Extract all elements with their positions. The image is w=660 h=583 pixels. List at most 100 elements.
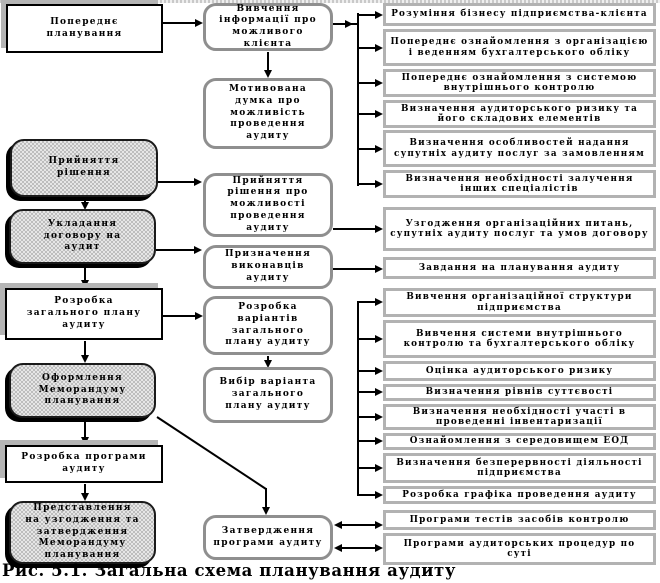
arrowhead-right-icon [375,180,383,188]
node-program-approval: Затвердження програми аудиту [203,515,333,560]
arrowhead-right-icon [375,225,383,233]
connector-line [84,265,86,281]
arrowhead-right-icon [375,110,383,118]
node-plan-variants: Розробка варіантів загального плану ауди… [203,296,333,355]
node-org-structure-study: Вивчення організаційної структури підпри… [383,288,656,317]
branch-line [357,494,376,496]
connector-line [163,22,196,24]
figure-caption: Рис. 5.1. Загальна схема планування ауди… [2,561,457,580]
node-materiality-levels: Визначення рівнів суттєвості [383,384,656,401]
arrowhead-right-icon [375,79,383,87]
node-plan-variant-selection: Вибір варіанта загального плану аудиту [203,367,333,423]
node-planning-task: Завдання на планування аудиту [383,257,656,279]
node-preliminary-planning: Попереднє планування [6,4,163,53]
branch-line [357,113,376,115]
arrowhead-left-icon [334,521,342,529]
branch-line [357,148,376,150]
node-audit-program-development: Розробка програми аудиту [5,445,163,483]
arrowhead-right-icon [375,521,383,529]
connector-line [333,228,376,230]
arrowhead-right-icon [375,298,383,306]
node-business-understanding: Розуміння бізнесу підприємства-клієнта [383,3,656,26]
arrowhead-down-icon [81,202,89,210]
node-org-issues-agreement: Узгодження організаційних питань, супутн… [383,207,656,251]
arrowhead-right-icon [375,544,383,552]
arrowhead-down-icon [81,437,89,445]
connector-line [265,488,267,508]
branch-line [357,183,376,185]
node-internal-control-familiarization: Попереднє ознайомлення з системою внутрі… [383,69,656,97]
arrowhead-right-icon [375,464,383,472]
connector-line [84,420,86,438]
node-motivated-opinion: Мотивована думка про можливість проведен… [203,78,333,149]
trunk-line-group3 [357,301,359,496]
connector-line [333,268,376,270]
node-accounting-familiarization: Попереднє ознайомлення з організацією і … [383,29,656,66]
node-auditor-assignment: Призначення виконавців аудиту [203,245,333,289]
branch-line [357,301,376,303]
node-edp-environment: Ознайомлення з середовищем ЕОД [383,433,656,450]
node-decision-making: Прийняття рішення [10,139,158,197]
connector-line [267,52,269,71]
connector-line [342,547,376,549]
arrowhead-down-icon [81,355,89,363]
arrowhead-right-icon [375,335,383,343]
arrowhead-right-icon [375,367,383,375]
branch-line [357,14,376,16]
branch-line [357,467,376,469]
arrowhead-left-icon [334,544,342,552]
node-going-concern: Визначення безперервності діяльності під… [383,453,656,483]
branch-line [357,416,376,418]
node-audit-contract: Укладання договору на аудит [9,209,156,264]
node-related-services: Визначення особливостей надання супутніх… [383,130,656,167]
arrowhead-right-icon [375,491,383,499]
node-audit-schedule: Розробка графіка проведення аудиту [383,486,656,504]
node-control-tests-programs: Програми тестів засобів контролю [383,510,656,530]
node-memorandum-approval: Представлення на узгодження та затвердже… [9,501,156,564]
arrowhead-right-icon [194,246,202,254]
arrowhead-right-icon [375,413,383,421]
connector-line [163,315,196,317]
top-border-strip [0,0,660,3]
arrowhead-right-icon [375,44,383,52]
arrowhead-down-icon [81,280,89,288]
arrowhead-right-icon [195,19,203,27]
node-feasibility-decision: Прийняття рішення про можливості проведе… [203,173,333,237]
arrowhead-right-icon [375,437,383,445]
arrowhead-down-icon [81,493,89,501]
node-substantive-procedures-programs: Програми аудиторських процедур по суті [383,533,656,565]
arrowhead-down-icon [264,360,272,368]
node-other-specialists: Визначення необхідності залучення інших … [383,170,656,198]
arrowhead-right-icon [375,11,383,19]
connector-line [158,181,195,183]
node-inventory-participation: Визначення необхідності участі в проведе… [383,404,656,430]
arrowhead-right-icon [195,312,203,320]
branch-line [357,370,376,372]
node-client-info-study: Вивчення інформації про можливого клієнт… [203,3,333,51]
arrowhead-right-icon [375,388,383,396]
connector-line [84,341,86,356]
node-general-plan-development: Розробка загального плану аудиту [5,288,163,340]
branch-line [357,391,376,393]
branch-line [357,82,376,84]
node-audit-risk-assessment: Оцінка аудиторського ризику [383,361,656,381]
arrowhead-right-icon [345,20,353,28]
branch-line [357,338,376,340]
arrowhead-down-icon [264,70,272,78]
connector-line [84,484,86,494]
node-audit-risk-elements: Визначення аудиторського ризику та його … [383,100,656,128]
arrowhead-right-icon [194,178,202,186]
arrowhead-down-icon [262,507,270,515]
connector-line [267,356,269,361]
branch-line [357,440,376,442]
connector-line [342,524,376,526]
connector-line [84,198,86,203]
node-control-accounting-study: Вивчення системи внутрішнього контролю т… [383,320,656,358]
node-planning-memorandum: Оформлення Меморандуму планування [9,363,156,418]
arrowhead-right-icon [375,145,383,153]
arrowhead-right-icon [375,265,383,273]
connector-line [156,249,195,251]
branch-line [357,47,376,49]
